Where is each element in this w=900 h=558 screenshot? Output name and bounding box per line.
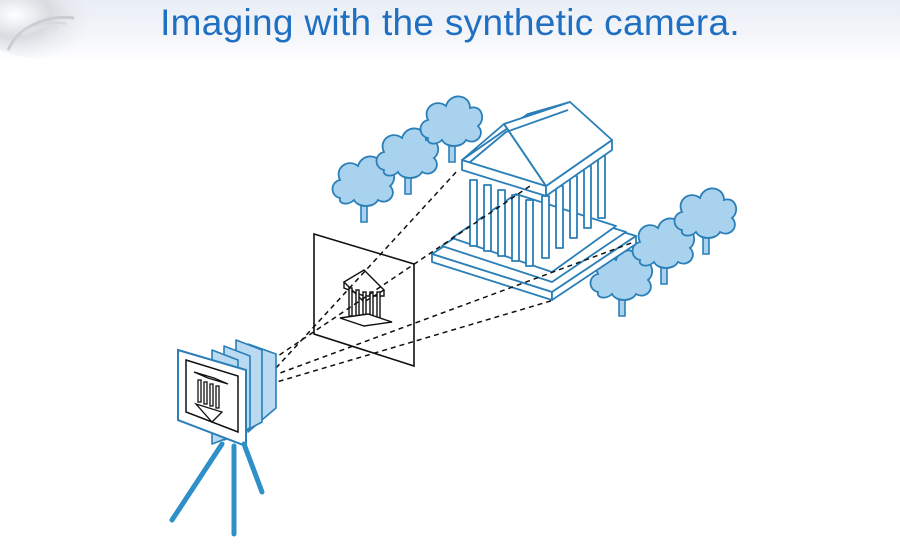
projection-plane bbox=[313, 232, 415, 368]
tree-group-left bbox=[331, 95, 484, 223]
greek-temple-icon bbox=[431, 101, 637, 301]
projector-lines bbox=[269, 169, 635, 385]
view-camera-icon bbox=[177, 339, 277, 448]
seashell-logo bbox=[0, 0, 96, 58]
header-band bbox=[0, 0, 900, 62]
projected-temple-image bbox=[339, 269, 393, 327]
slide-title: Imaging with the synthetic camera. bbox=[160, 2, 740, 43]
inverted-temple-image bbox=[193, 371, 229, 423]
camera-tripod bbox=[169, 441, 265, 537]
